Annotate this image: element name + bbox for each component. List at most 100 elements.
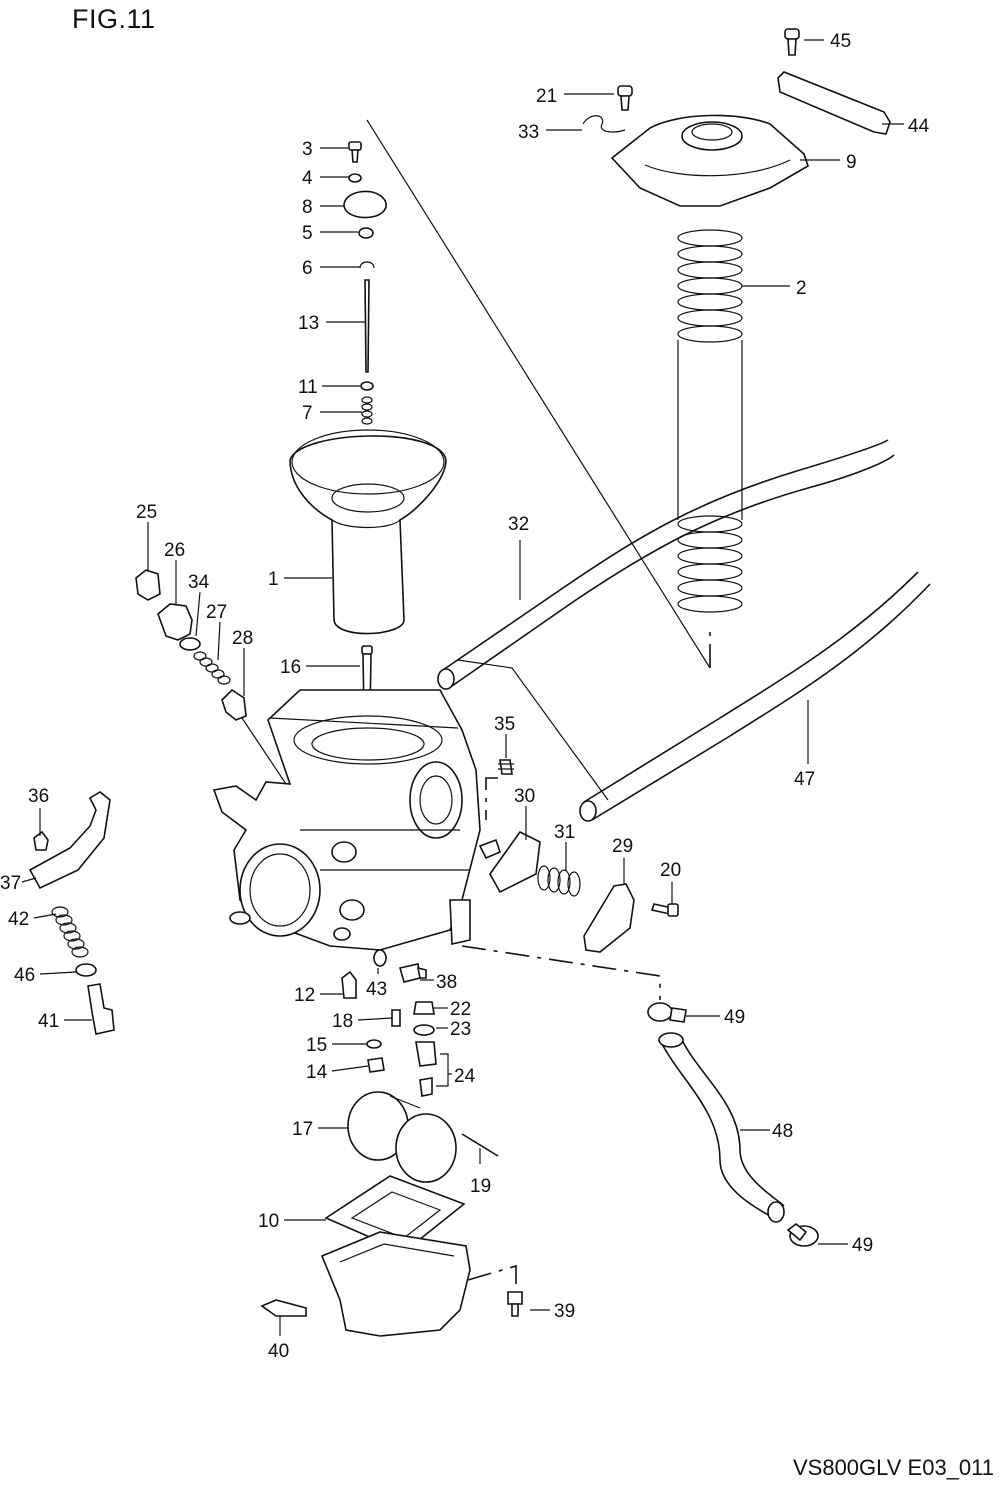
hose-48 (659, 1039, 785, 1217)
oring-43 (373, 949, 387, 967)
spring-27 (193, 651, 231, 685)
callout-42: 42 (8, 909, 29, 930)
callout-38: 38 (436, 972, 457, 993)
callout-30: 30 (514, 786, 535, 807)
screw-35 (498, 759, 514, 775)
spring-7 (361, 396, 373, 425)
plunger-26 (157, 603, 193, 641)
callout-3: 3 (302, 139, 313, 160)
screw-39 (507, 1291, 523, 1317)
screw-40 (260, 1299, 307, 1317)
callout-46: 46 (14, 965, 35, 986)
callout-2: 2 (796, 278, 807, 299)
callout-20: 20 (660, 860, 681, 881)
callout-33: 33 (518, 122, 539, 143)
pin-19 (461, 1133, 499, 1157)
nut-36 (33, 830, 49, 851)
needle-13 (364, 279, 370, 373)
callout-27: 27 (206, 602, 227, 623)
callout-7: 7 (302, 403, 313, 424)
diaphragm-30 (478, 830, 541, 894)
callout-49-lower: 49 (852, 1235, 873, 1256)
callout-36: 36 (28, 786, 49, 807)
callout-21: 21 (536, 86, 557, 107)
drawing-code: VS800GLV E03_011 (792, 1455, 994, 1480)
clip-6 (359, 261, 375, 269)
plunger-28 (221, 688, 247, 721)
leader-lines (21, 39, 904, 1336)
callout-28: 28 (232, 628, 253, 649)
wire-clip-33 (582, 115, 626, 133)
callout-9: 9 (846, 152, 857, 173)
piston-1 (289, 429, 447, 635)
callout-14: 14 (306, 1062, 328, 1083)
clamp-49-lower (786, 1222, 819, 1247)
jet-12 (341, 970, 357, 999)
plug-22 (413, 1001, 435, 1015)
callout-8: 8 (302, 197, 313, 218)
callout-13: 13 (298, 313, 319, 334)
callout-31: 31 (554, 822, 575, 843)
screw-21 (617, 85, 633, 111)
part-drawings (28, 28, 931, 1337)
washer-46 (75, 963, 97, 977)
ring-5 (358, 227, 374, 239)
screw-45 (784, 28, 800, 56)
ring-34 (179, 637, 201, 651)
float-chamber (320, 1231, 471, 1337)
callout-41: 41 (38, 1011, 59, 1032)
screw-14 (367, 1057, 385, 1073)
bracket-37 (28, 791, 111, 890)
washer-11 (360, 381, 374, 391)
carburetor-body (212, 689, 481, 951)
callout-45: 45 (830, 31, 851, 52)
washer-15 (366, 1039, 382, 1049)
jet-24 (415, 1041, 437, 1097)
oring-23 (413, 1024, 435, 1036)
callout-18: 18 (332, 1011, 353, 1032)
callout-39: 39 (554, 1301, 575, 1322)
callout-49-upper: 49 (724, 1007, 745, 1028)
callout-40: 40 (268, 1341, 289, 1362)
callout-11: 11 (298, 377, 318, 398)
callout-22: 22 (450, 999, 471, 1020)
callout-44: 44 (908, 116, 930, 137)
callout-43: 43 (366, 979, 387, 1000)
bracket-44 (777, 71, 891, 135)
screw-38 (398, 963, 427, 983)
callout-10: 10 (258, 1211, 279, 1232)
callout-17: 17 (292, 1119, 313, 1140)
pilot-jet-18 (391, 1009, 401, 1027)
cap-25 (135, 569, 161, 601)
spring-2 (677, 229, 743, 613)
spring-42 (51, 906, 89, 958)
spring-31 (537, 865, 581, 897)
callout-15: 15 (306, 1035, 327, 1056)
figure-title: FIG.11 (72, 4, 156, 34)
washer-4 (348, 173, 362, 183)
callout-35: 35 (494, 714, 515, 735)
callout-1: 1 (268, 569, 279, 590)
cover-29 (583, 883, 635, 953)
plate-8 (343, 190, 387, 219)
callout-23: 23 (450, 1019, 471, 1040)
clamp-49-upper (647, 1002, 687, 1023)
callout-47: 47 (794, 769, 815, 790)
callout-labels: 45 44 21 33 9 2 3 4 8 5 6 13 11 7 1 32 4… (0, 31, 930, 1362)
callout-34: 34 (188, 572, 210, 593)
callout-29: 29 (612, 836, 633, 857)
callout-25: 25 (136, 502, 157, 523)
hose-32 (439, 439, 895, 687)
hose-47 (583, 571, 931, 821)
callout-48: 48 (772, 1121, 793, 1142)
float-17 (347, 1091, 457, 1183)
screw-20 (650, 903, 679, 917)
callout-26: 26 (164, 540, 185, 561)
screw-41 (87, 983, 115, 1035)
callout-4: 4 (302, 168, 313, 189)
callout-6: 6 (302, 258, 313, 279)
callout-37: 37 (0, 873, 21, 894)
cover-9 (610, 114, 809, 207)
callout-24: 24 (454, 1066, 476, 1087)
